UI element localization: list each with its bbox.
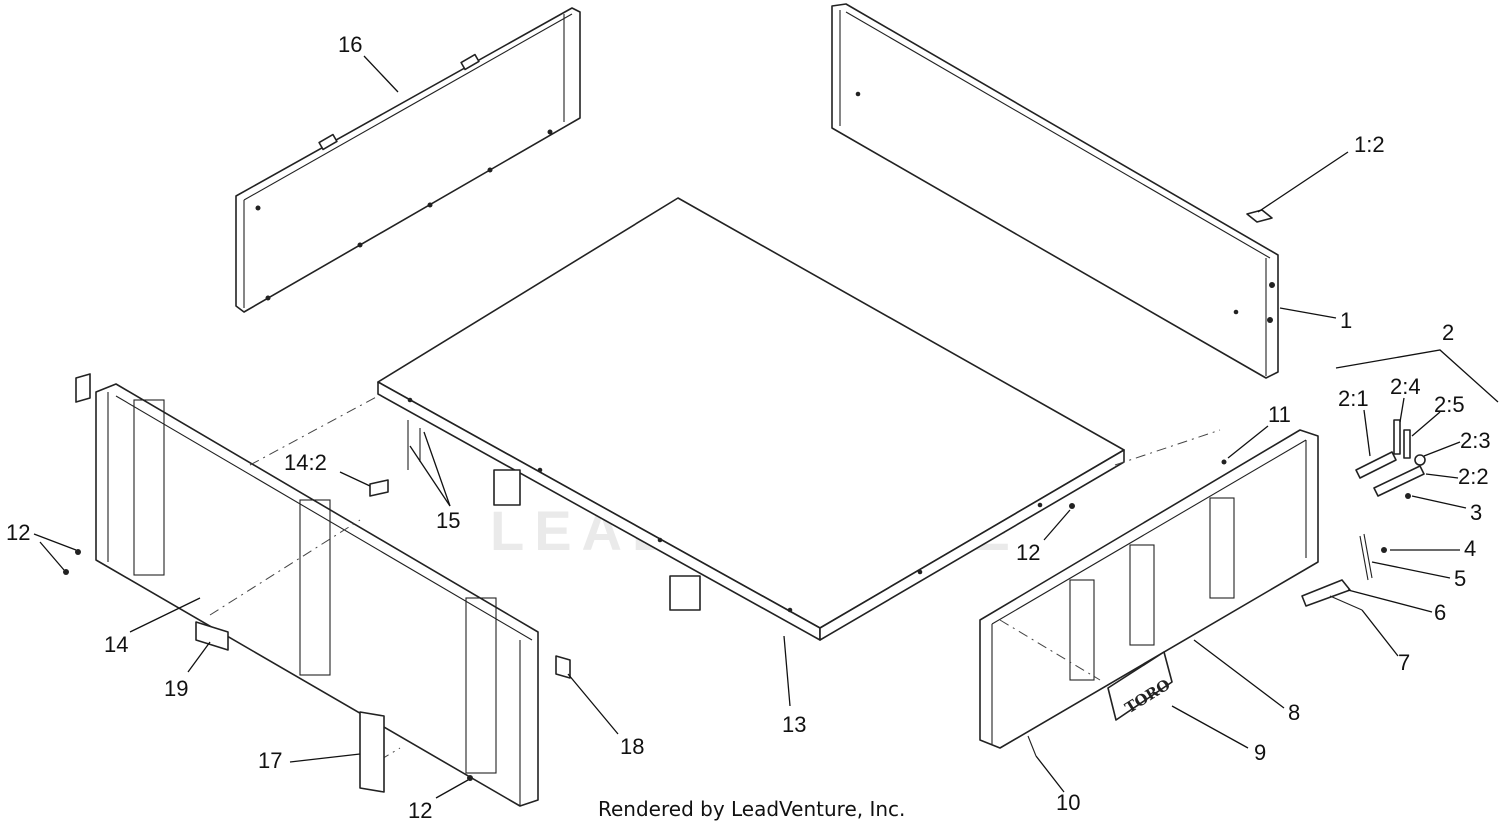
callout-19: 19 xyxy=(164,676,188,701)
part-2-4-pin xyxy=(1393,419,1401,455)
part-12-fastener-c xyxy=(1069,503,1075,509)
part-2-5-pin xyxy=(1403,429,1411,459)
part-2-2-plate xyxy=(1373,465,1425,497)
part-1-2-label-plate xyxy=(1246,209,1273,223)
part-14-2-label xyxy=(369,479,389,497)
callout-15: 15 xyxy=(436,508,460,533)
part-12-fastener-d xyxy=(467,775,473,781)
callout-2-3: 2:3 xyxy=(1460,428,1491,453)
callout-18: 18 xyxy=(620,734,644,759)
callout-17: 17 xyxy=(258,748,282,773)
callout-12-right: 12 xyxy=(1016,540,1040,565)
callout-4: 4 xyxy=(1464,536,1476,561)
callout-16: 16 xyxy=(338,32,362,57)
part-12-fastener-a xyxy=(75,549,81,555)
part-14-front-panel xyxy=(95,383,539,807)
part-3-nut xyxy=(1405,493,1411,499)
callout-9: 9 xyxy=(1254,740,1266,765)
callout-2: 2 xyxy=(1442,320,1454,345)
part-2-3-washer xyxy=(1414,454,1426,466)
leader-lines xyxy=(33,55,1499,799)
callout-2-2: 2:2 xyxy=(1458,464,1489,489)
part-2-latch-assembly xyxy=(1027,419,1426,757)
part-4-nut xyxy=(1381,547,1387,553)
callout-7: 7 xyxy=(1398,650,1410,675)
part-1-side-panel xyxy=(831,3,1279,379)
callout-2-1: 2:1 xyxy=(1338,386,1369,411)
part-15-bolts xyxy=(407,420,421,470)
callout-13: 13 xyxy=(782,712,806,737)
callout-1-2: 1:2 xyxy=(1354,132,1385,157)
part-19-decal xyxy=(195,621,229,651)
callout-12-bottom: 12 xyxy=(408,798,432,823)
part-8-tailgate xyxy=(979,429,1319,749)
callout-6: 6 xyxy=(1434,600,1446,625)
callout-14: 14 xyxy=(104,632,128,657)
callout-2-4: 2:4 xyxy=(1390,374,1421,399)
callout-11: 11 xyxy=(1268,402,1291,427)
callout-12-left: 12 xyxy=(6,520,30,545)
part-16-side-panel xyxy=(235,7,581,313)
callout-3: 3 xyxy=(1470,500,1482,525)
part-11-fastener xyxy=(1221,459,1227,465)
part-14-corner-label xyxy=(75,373,91,403)
part-10-bolt xyxy=(1027,735,1037,757)
part-17-decal xyxy=(359,711,385,793)
callout-labels: 16 1:2 1 2 2:1 2:4 2:5 2:3 2:2 3 4 5 6 7… xyxy=(6,32,1491,823)
part-5-cotter-pin xyxy=(1359,533,1373,581)
callout-1: 1 xyxy=(1340,308,1352,333)
callout-5: 5 xyxy=(1454,566,1466,591)
part-13-bed-floor xyxy=(377,197,1125,641)
part-7-bolt xyxy=(1329,595,1363,611)
part-12-fastener-b xyxy=(63,569,69,575)
part-18-label xyxy=(555,655,571,679)
part-2-1-bracket xyxy=(1355,451,1397,479)
callout-2-5: 2:5 xyxy=(1434,392,1465,417)
callout-8: 8 xyxy=(1288,700,1300,725)
callout-14-2: 14:2 xyxy=(284,450,327,475)
callout-10: 10 xyxy=(1056,790,1080,815)
footer-credit: Rendered by LeadVenture, Inc. xyxy=(598,797,905,821)
